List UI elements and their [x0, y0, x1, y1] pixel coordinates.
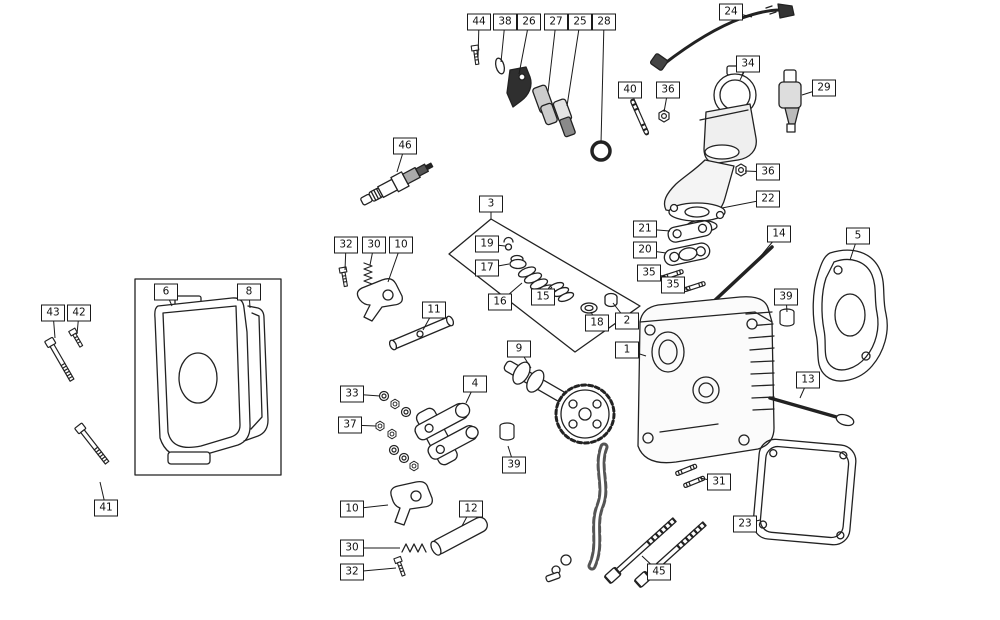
callout-10-23: 10: [389, 236, 413, 254]
part-spring-30-upper: [363, 262, 373, 285]
part-oring-28: [590, 140, 612, 162]
callout-41-46: 41: [94, 499, 118, 517]
callout-13-41: 13: [796, 371, 820, 389]
callout-4-40: 4: [463, 375, 487, 393]
callout-36-10: 36: [656, 81, 680, 99]
callout-8-29: 8: [237, 283, 261, 301]
part-spark-plug-46: [360, 162, 434, 206]
part-nut-36-lower: [735, 163, 747, 177]
callout-26-2: 26: [517, 13, 541, 31]
callout-42-32: 42: [67, 304, 91, 322]
callout-15-27: 15: [531, 288, 555, 306]
part-valve-cover-6: [154, 295, 251, 465]
callout-10-45: 10: [340, 500, 364, 518]
part-intake-manifold: [663, 159, 735, 222]
callout-24-6: 24: [719, 3, 743, 21]
part-gasket-21: [667, 220, 713, 243]
callout-23-47: 23: [733, 515, 757, 533]
part-hardware-33: [378, 390, 412, 418]
part-rocker-arm-10-lower: [390, 480, 433, 526]
part-spring-seat-17: [509, 254, 527, 270]
part-sensor-29: [778, 69, 802, 133]
part-stud-40: [629, 98, 651, 137]
callout-38-1: 38: [493, 13, 517, 31]
part-plate-20: [663, 242, 711, 266]
part-adjuster-screw-32-lower: [393, 555, 408, 578]
valve-cover-frame: [134, 278, 282, 476]
part-adjuster-screw-32-upper: [338, 266, 350, 288]
callout-30-48: 30: [340, 539, 364, 557]
callout-6-28: 6: [154, 283, 178, 301]
part-cover-gasket-23: [752, 438, 857, 546]
callout-35-24: 35: [637, 264, 661, 282]
part-cylinder-head-1: [637, 296, 775, 464]
callout-44-0: 44: [467, 13, 491, 31]
callout-39-30: 39: [774, 288, 798, 306]
callout-28-5: 28: [592, 13, 616, 31]
callout-32-49: 32: [340, 563, 364, 581]
part-rocker-shaft-11: [388, 315, 455, 351]
part-fitting-27: [532, 84, 558, 126]
part-rocker-arm-10-upper: [356, 278, 403, 322]
part-stud-35b: [682, 280, 707, 293]
callout-3-14: 3: [479, 195, 503, 213]
callout-5-18: 5: [846, 227, 870, 245]
callout-2-34: 2: [615, 312, 639, 330]
callout-9-36: 9: [507, 340, 531, 358]
callout-27-3: 27: [544, 13, 568, 31]
callout-45-50: 45: [647, 563, 671, 581]
part-bolt-43: [43, 336, 77, 384]
callout-17-20: 17: [475, 259, 499, 277]
part-rocker-assembly-4: [414, 402, 479, 466]
part-fitting-26: [506, 66, 532, 108]
callout-22-13: 22: [756, 190, 780, 208]
callout-31-43: 31: [707, 473, 731, 491]
callout-34-7: 34: [736, 55, 760, 73]
callout-25-4: 25: [568, 13, 592, 31]
part-clip-38: [494, 57, 506, 75]
callout-33-38: 33: [340, 385, 364, 403]
callout-20-16: 20: [633, 241, 657, 259]
part-throttle-body-34: [699, 65, 757, 164]
part-stud-31b: [682, 475, 706, 489]
callout-37-39: 37: [338, 416, 362, 434]
callout-43-31: 43: [41, 304, 65, 322]
part-spring-30-lower: [401, 543, 427, 553]
callout-16-26: 16: [488, 293, 512, 311]
callout-32-21: 32: [334, 236, 358, 254]
part-cap-39-lower: [499, 422, 515, 441]
callout-11-35: 11: [422, 301, 446, 319]
callout-46-11: 46: [393, 137, 417, 155]
part-stud-31a: [674, 463, 698, 477]
part-hardware-lower: [388, 444, 419, 472]
part-valve-seal-2: [604, 292, 618, 308]
callout-39-42: 39: [502, 456, 526, 474]
callout-40-9: 40: [618, 81, 642, 99]
callout-30-22: 30: [362, 236, 386, 254]
part-cover-gasket-8: [243, 305, 269, 442]
callout-18-33: 18: [585, 314, 609, 332]
part-seat-ring-18: [580, 302, 598, 314]
part-head-gasket-5: [812, 249, 888, 382]
callout-21-15: 21: [633, 220, 657, 238]
part-cam-chain: [545, 442, 609, 583]
callout-19-19: 19: [475, 235, 499, 253]
callout-35-25: 35: [661, 276, 685, 294]
callout-1-37: 1: [615, 341, 639, 359]
callout-12-44: 12: [459, 500, 483, 518]
callout-36-12: 36: [756, 163, 780, 181]
part-bolt-41: [73, 422, 112, 467]
part-pin-12: [430, 516, 488, 556]
part-camshaft-9: [503, 360, 616, 445]
part-hardware-37: [375, 420, 397, 440]
part-bolt-42: [68, 327, 85, 349]
spring-kit-outline-3: [448, 218, 641, 353]
part-valve-13: [768, 396, 855, 427]
callout-29-8: 29: [812, 79, 836, 97]
part-keepers-19: [503, 236, 514, 251]
part-bolt-44: [470, 44, 482, 66]
callout-14-17: 14: [767, 225, 791, 243]
